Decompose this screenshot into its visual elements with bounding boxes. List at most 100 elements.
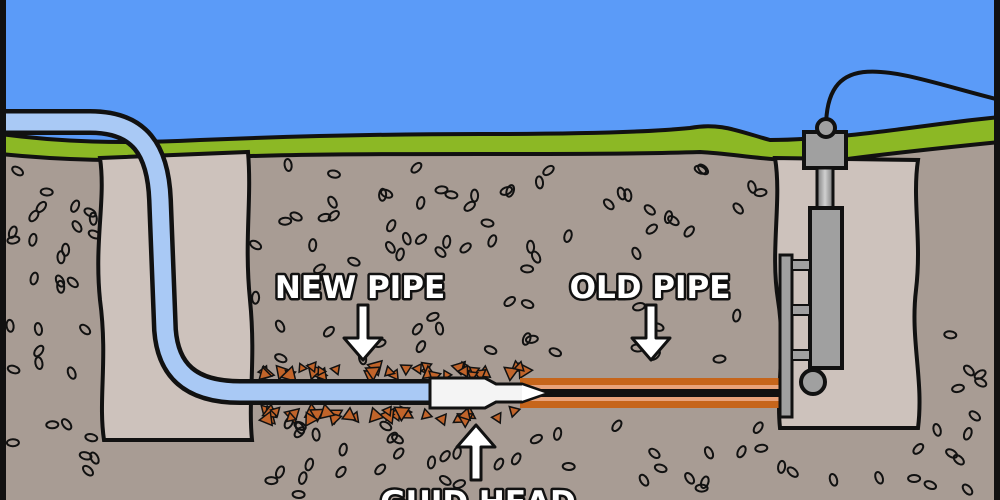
- rock: [395, 247, 405, 262]
- rock: [503, 295, 516, 308]
- rock: [327, 169, 341, 179]
- rock: [274, 465, 286, 479]
- rock: [84, 432, 99, 443]
- rock: [54, 274, 66, 288]
- rock: [520, 299, 535, 310]
- rock: [752, 421, 764, 435]
- rock: [89, 451, 100, 465]
- rock: [6, 235, 21, 245]
- rock: [79, 323, 92, 336]
- rock: [703, 446, 715, 460]
- rock: [973, 369, 987, 380]
- rock: [39, 187, 54, 197]
- rock: [754, 443, 769, 453]
- rock: [411, 322, 423, 336]
- debris-fragment: [317, 365, 328, 377]
- rock: [386, 431, 399, 444]
- rock: [945, 448, 959, 459]
- rock: [463, 200, 476, 212]
- debris-fragment: [512, 360, 525, 372]
- rock: [943, 330, 958, 340]
- debris-fragment: [364, 366, 382, 382]
- rock: [907, 474, 922, 483]
- rock: [534, 175, 545, 190]
- hydraulic-puller: [778, 69, 1000, 419]
- rock: [33, 344, 45, 358]
- rock: [374, 463, 387, 476]
- rock: [438, 474, 452, 486]
- rock: [459, 242, 472, 254]
- rock: [274, 319, 286, 333]
- rock: [33, 322, 44, 336]
- rock: [444, 190, 459, 200]
- rock: [311, 427, 321, 442]
- rock: [874, 471, 885, 485]
- rock: [322, 325, 335, 338]
- rock: [542, 164, 555, 177]
- rock: [521, 332, 532, 346]
- new-pipe-label: NEW PIPE: [275, 270, 445, 306]
- rock: [962, 427, 973, 441]
- rock: [561, 461, 576, 472]
- rock: [415, 340, 427, 354]
- rock: [83, 207, 97, 218]
- rock: [5, 438, 20, 448]
- debris-fragment: [457, 406, 472, 422]
- debris-fragment: [420, 407, 434, 421]
- guide-head-arrow-icon: [455, 423, 497, 482]
- debris-fragment: [383, 364, 397, 377]
- rock: [961, 483, 974, 496]
- rock: [683, 225, 695, 238]
- debris-fragment: [305, 360, 317, 374]
- rock: [623, 188, 633, 203]
- rock: [828, 472, 839, 487]
- rock: [251, 290, 261, 305]
- rock: [505, 184, 516, 198]
- rock: [317, 212, 332, 223]
- rock: [249, 239, 263, 251]
- rock: [520, 264, 535, 274]
- rock: [71, 220, 83, 233]
- rock: [563, 229, 573, 243]
- rock: [414, 233, 428, 245]
- rock: [386, 219, 397, 233]
- rock: [410, 161, 423, 174]
- rock: [88, 211, 98, 226]
- rock: [313, 263, 326, 275]
- rock: [434, 185, 449, 195]
- rock: [439, 450, 451, 463]
- rock: [499, 185, 514, 196]
- rock: [335, 465, 347, 479]
- rock: [952, 454, 965, 466]
- rock: [378, 187, 388, 202]
- debris-fragment: [285, 410, 298, 423]
- rock: [452, 479, 467, 490]
- rock: [338, 442, 348, 457]
- rock: [480, 218, 495, 228]
- hydraulic-hose: [824, 69, 1000, 129]
- rock: [631, 246, 642, 261]
- rock: [60, 418, 73, 431]
- debris-fragment: [410, 362, 423, 376]
- debris-fragment: [257, 410, 274, 427]
- rock: [308, 238, 318, 253]
- rock: [66, 366, 77, 380]
- rock: [974, 377, 988, 388]
- rock: [786, 466, 799, 478]
- rock: [434, 321, 445, 336]
- rock: [384, 241, 396, 254]
- new-pipe-fill: [0, 113, 440, 401]
- rock: [529, 433, 543, 445]
- rock: [347, 256, 361, 267]
- frame-right: [994, 0, 1000, 500]
- rock: [283, 158, 293, 172]
- frame-left: [0, 0, 6, 500]
- rock: [912, 442, 925, 455]
- rock: [327, 195, 338, 209]
- debris-fragment: [318, 402, 336, 420]
- rock: [56, 250, 66, 265]
- rock: [379, 420, 393, 432]
- rock: [548, 347, 563, 358]
- rock: [264, 476, 279, 486]
- debris-fragment: [502, 366, 520, 382]
